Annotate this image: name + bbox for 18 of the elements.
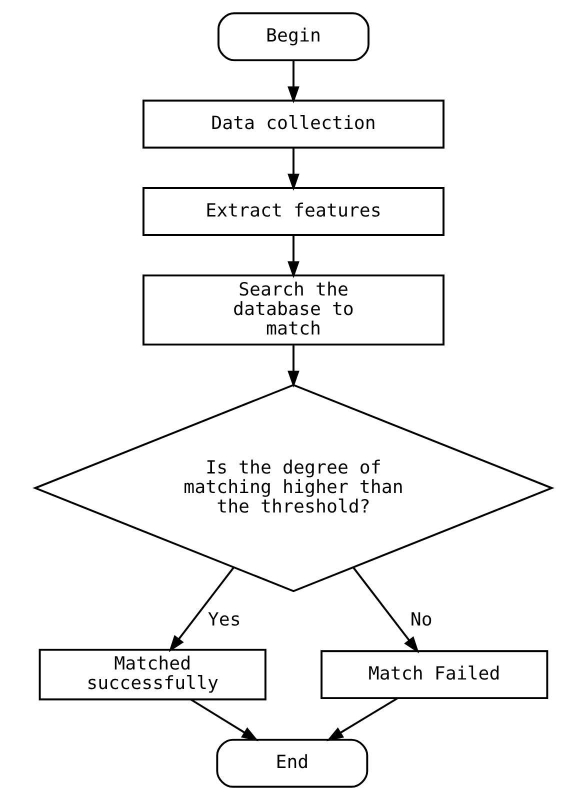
node-box: Match Failed bbox=[320, 650, 548, 700]
node-box: Data collection bbox=[142, 100, 444, 149]
edge-label: No bbox=[410, 609, 432, 630]
arrow bbox=[168, 566, 235, 652]
node-box: Extract features bbox=[142, 187, 444, 236]
edge-label: Yes bbox=[208, 609, 241, 630]
arrow bbox=[190, 698, 259, 742]
node-box: End bbox=[216, 738, 368, 788]
arrow bbox=[288, 235, 300, 278]
node-box: Begin bbox=[218, 12, 370, 62]
arrow bbox=[352, 566, 420, 654]
arrow bbox=[288, 148, 300, 191]
node-box: Search the database to match bbox=[142, 274, 444, 346]
arrow bbox=[326, 697, 398, 742]
node-diamond: Is the degree of matching higher than the threshold? bbox=[32, 384, 554, 592]
arrow bbox=[288, 60, 300, 104]
node-box: Matched successfully bbox=[38, 648, 266, 700]
arrow bbox=[288, 344, 300, 388]
